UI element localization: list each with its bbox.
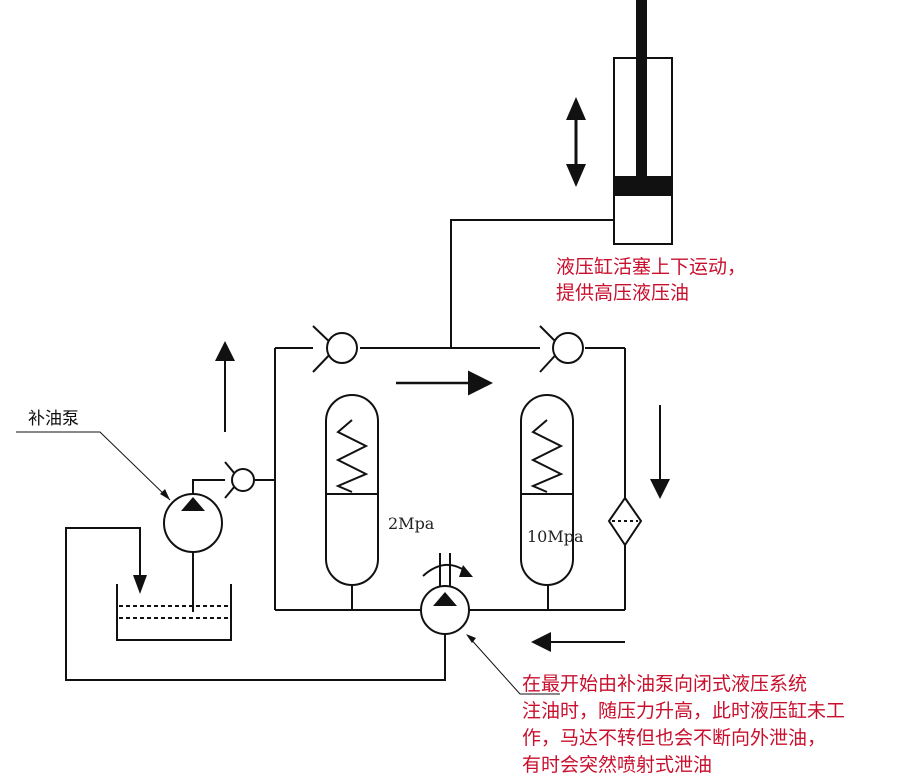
piston [614,176,672,196]
cylinder-note-line2: 提供高压液压油 [556,282,689,304]
motor-note-line1: 在最开始由补油泵向闭式液压系统 [522,673,807,695]
hydraulic-motor [420,553,473,635]
pump-leader-arrow-icon [160,489,170,500]
motor-note-line3: 作，马达不转但也会不断向外泄油， [522,727,826,749]
filter-icon [607,496,643,547]
cylinder-note-line1: 液压缸活塞上下运动， [556,256,746,278]
check-valve-makeup [224,461,255,499]
rotation-arrow-icon [459,565,473,577]
hydraulic-cylinder [613,0,673,245]
drain-line [65,527,446,681]
accumulator-high-label: 10Mpa [527,527,584,546]
pump-leader-line [16,431,171,501]
piston-rod [636,0,647,180]
drain-arrow-icon [133,575,147,594]
cylinder-line [450,219,614,348]
spring-icon [335,419,369,493]
motor-leader-arrow-icon [466,634,476,643]
accumulator-low-label: 2Mpa [388,514,435,533]
check-valve-right [539,325,584,373]
piston-motion-arrow [566,97,586,187]
oil-tank [116,584,232,641]
motor-note-line2: 注油时，随压力升高，此时液压缸未工 [522,700,845,722]
motor-leader-line [467,635,560,695]
makeup-pump [163,479,275,612]
check-valve-left [312,325,358,373]
main-circuit [274,347,626,611]
motor-note-line4: 有时会突然喷射式泄油 [522,754,712,776]
makeup-pump-label: 补油泵 [28,409,79,429]
accumulator-high [520,394,574,586]
accumulator-low [325,394,379,586]
spring-icon [530,419,564,493]
